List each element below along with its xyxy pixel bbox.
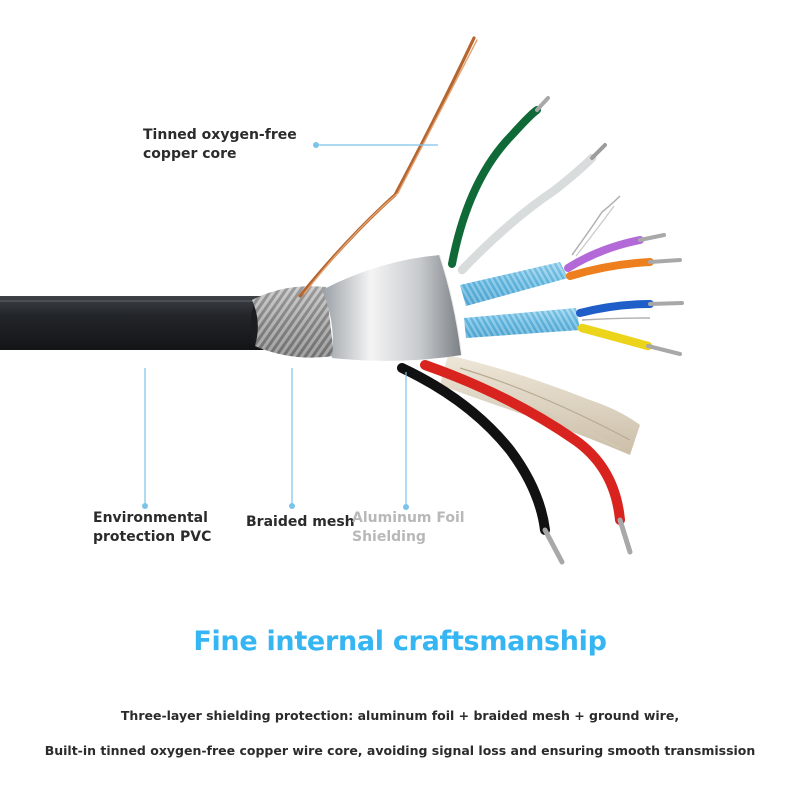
description-line-2: Built-in tinned oxygen-free copper wire … (44, 743, 756, 758)
label-aluminum-foil: Aluminum Foil Shielding (352, 510, 465, 545)
lower-shielded-pair (464, 300, 684, 356)
pvc-jacket (0, 296, 273, 350)
headline: Fine internal craftsmanship (193, 626, 607, 657)
callout-dot-icon (142, 142, 409, 510)
black-wire (397, 363, 565, 565)
braided-mesh (252, 286, 334, 358)
description-line-1: Three-layer shielding protection: alumin… (120, 708, 680, 723)
label-braided-mesh: Braided mesh (246, 514, 355, 530)
aluminum-foil (322, 254, 463, 361)
callout-lines (144, 144, 438, 506)
green-wire (448, 96, 550, 268)
label-copper-core: Tinned oxygen-free copper core (143, 127, 297, 162)
red-wires (420, 360, 633, 555)
label-pvc: Environmental protection PVC (93, 510, 212, 545)
white-wire (457, 143, 607, 275)
copper-drain-wire (298, 36, 478, 298)
upper-shielded-pair (460, 195, 682, 306)
